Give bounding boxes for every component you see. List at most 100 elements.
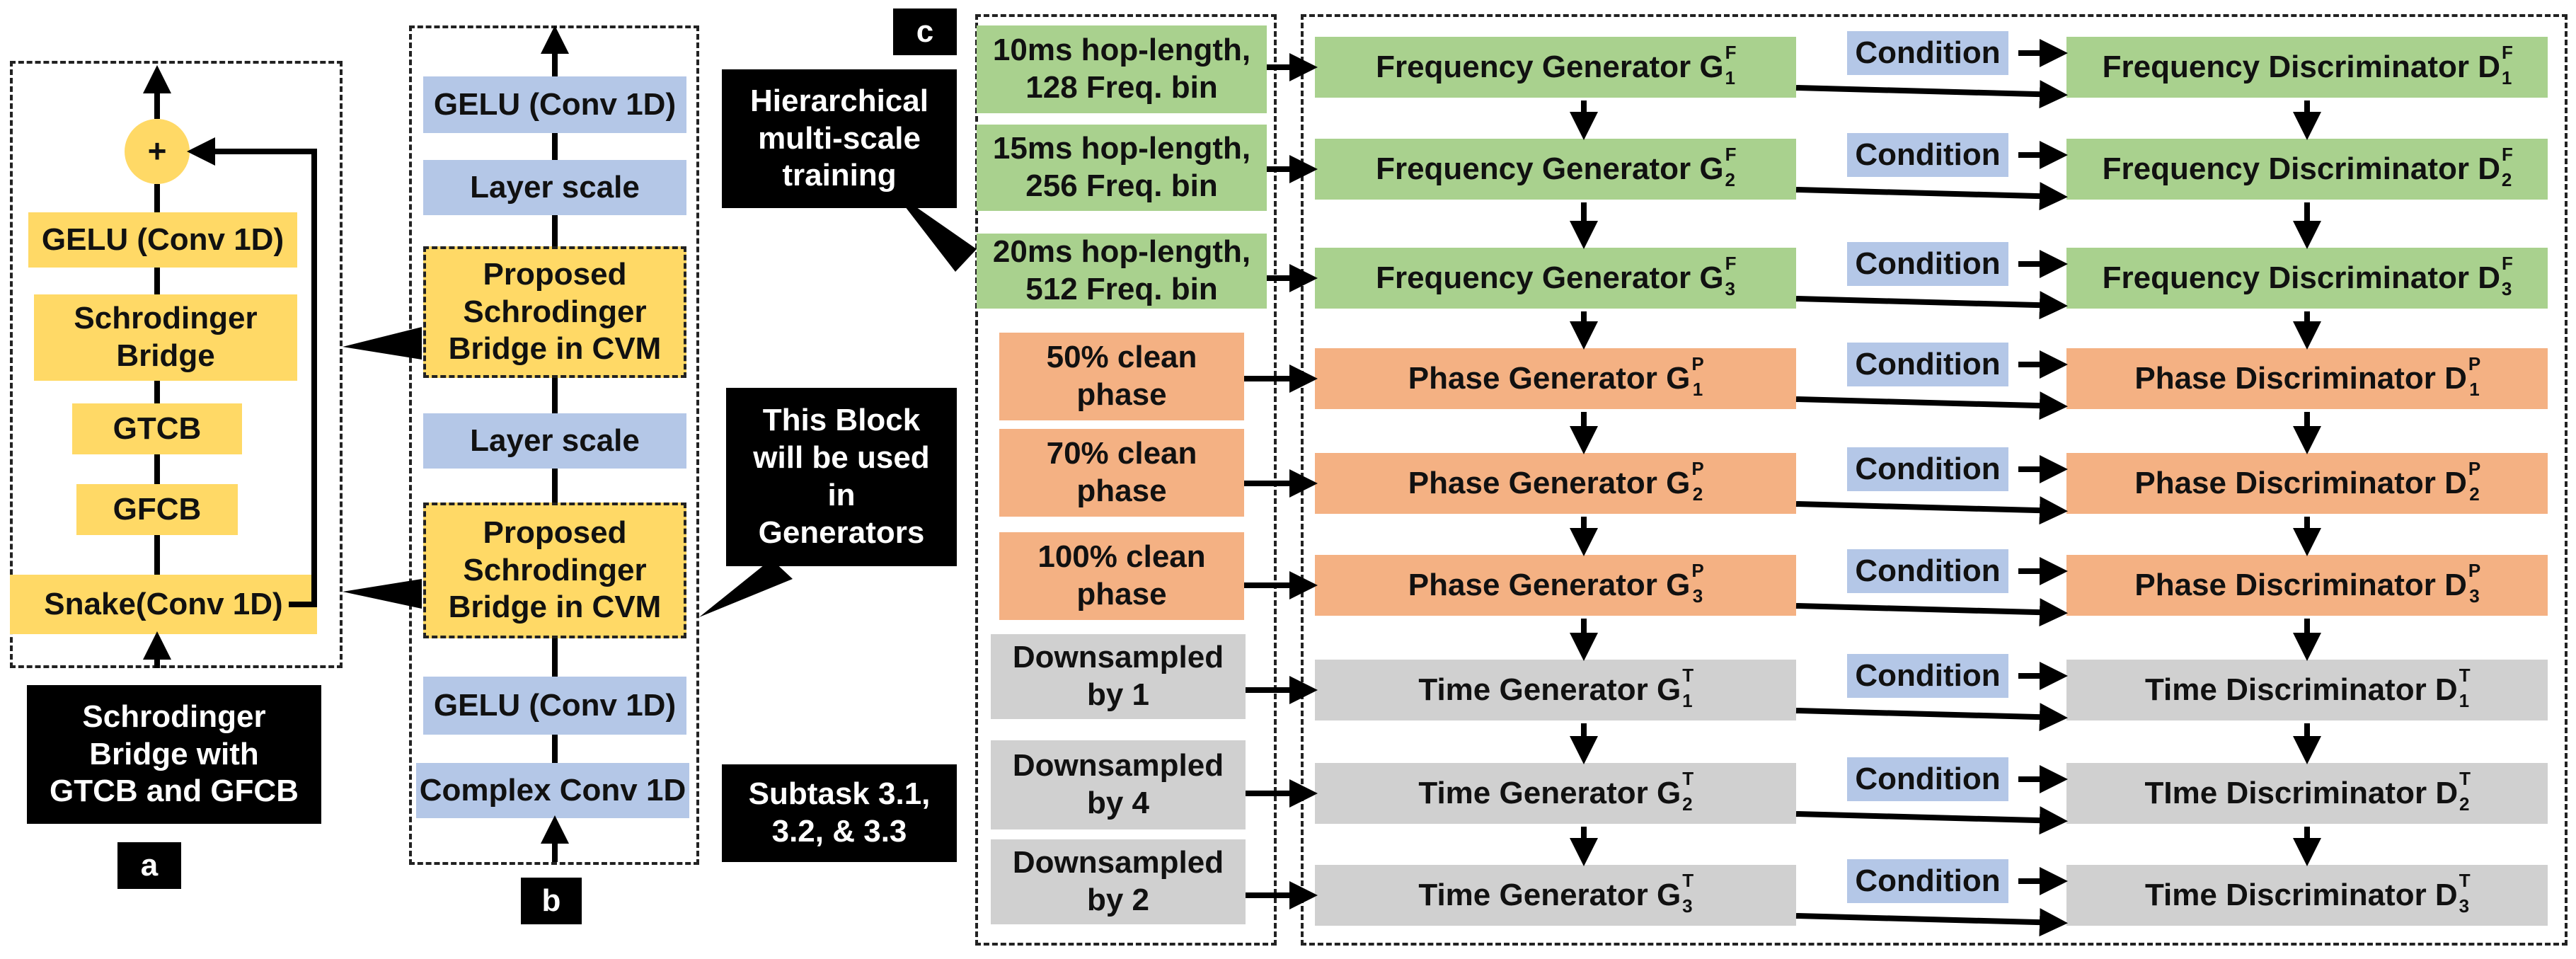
b-layerscale-bottom-block: Layer scale (423, 413, 686, 469)
gen-disc-arrow-7 (1795, 703, 2068, 732)
generator-sup-5: P (1691, 458, 1704, 480)
condition-3: Condition (1847, 242, 2008, 286)
generator-sup-1: F (1725, 42, 1737, 64)
discriminator-label-4: Phase Discriminator D (2134, 360, 2467, 396)
discriminator-sup-4: P (2468, 353, 2481, 375)
gen-disc-arrow-1 (1795, 80, 2068, 109)
input-box-9: Downsampled by 2 (991, 839, 1246, 924)
condition-7: Condition (1847, 654, 2008, 698)
b-layerscale-top-label: Layer scale (470, 169, 640, 205)
generator-label-1: Frequency Generator G (1376, 49, 1724, 84)
wedge-a-top (343, 327, 422, 360)
input-label-8: Downsampled by 4 (1012, 748, 1224, 820)
generator-label-2: Frequency Generator G (1376, 151, 1724, 186)
note-subtask-text: Subtask 3.1, 3.2, & 3.3 (748, 776, 931, 849)
discriminator-sub-1: 1 (2501, 67, 2512, 89)
a-snake-block: Snake(Conv 1D) (10, 575, 317, 634)
panel-c-label: c (893, 8, 957, 55)
plus-label: + (147, 132, 167, 170)
wedge-block (699, 559, 793, 617)
b-schrodinger-top-label: Proposed Schrodinger Bridge in CVM (448, 256, 662, 367)
discriminator-label-1: Frequency Discriminator D (2102, 49, 2500, 84)
gen-disc-arrow-4 (1795, 391, 2068, 420)
condition-4: Condition (1847, 343, 2008, 386)
generator-label-8: Time Generator G (1418, 775, 1681, 810)
input-label-3: 20ms hop-length, 512 Freq. bin (992, 234, 1251, 306)
generator-label-7: Time Generator G (1418, 672, 1681, 707)
discriminator-sup-9: T (2459, 870, 2471, 892)
input-label-9: Downsampled by 2 (1012, 845, 1224, 917)
discriminator-sup-1: F (2502, 42, 2513, 64)
note-hierarchical-text: Hierarchical multi-scale training (750, 83, 928, 193)
a-gtcb-label: GTCB (113, 410, 202, 446)
b-schrodinger-top-outline (423, 246, 686, 378)
generator-sup-7: T (1682, 665, 1694, 687)
generator-sup-2: F (1725, 144, 1737, 166)
discriminator-sup-3: F (2502, 253, 2513, 275)
generator-sup-9: T (1682, 870, 1694, 892)
input-label-4: 50% clean phase (1046, 340, 1197, 412)
condition-label-6: Condition (1855, 553, 2001, 588)
discriminator-sup-6: P (2468, 560, 2481, 582)
discriminator-label-3: Frequency Discriminator D (2102, 260, 2500, 295)
gen-disc-arrow-2 (1795, 182, 2068, 211)
generator-label-3: Frequency Generator G (1376, 260, 1724, 295)
input-box-6: 100% clean phase (999, 532, 1244, 620)
discriminator-label-7: Time Discriminator D (2144, 672, 2458, 707)
input-box-4: 50% clean phase (999, 333, 1244, 420)
generator-sub-1: 1 (1725, 67, 1735, 89)
discriminator-label-5: Phase Discriminator D (2134, 465, 2467, 500)
condition-label-2: Condition (1855, 137, 2001, 172)
a-gtcb-block: GTCB (72, 403, 242, 454)
discriminator-sub-8: 2 (2459, 793, 2470, 815)
b-schrodinger-bottom-block: Proposed Schrodinger Bridge in CVM (423, 503, 686, 638)
panel-a-label: a (117, 842, 181, 889)
generator-label-6: Phase Generator G (1408, 567, 1691, 602)
condition-5: Condition (1847, 447, 2008, 491)
plus-node: + (125, 119, 190, 184)
condition-label-9: Condition (1855, 863, 2001, 898)
condition-9: Condition (1847, 859, 2008, 903)
b-complexconv-label: Complex Conv 1D (419, 772, 686, 808)
gen-disc-arrow-5 (1795, 496, 2068, 525)
discriminator-sup-2: F (2502, 144, 2513, 166)
input-box-1: 10ms hop-length, 128 Freq. bin (977, 25, 1267, 113)
discriminator-label-8: TIme Discriminator D (2144, 775, 2459, 810)
generator-sup-4: P (1691, 353, 1704, 375)
a-caption: Schrodinger Bridge with GTCB and GFCB (27, 685, 321, 824)
wedge-a-bottom (343, 579, 422, 609)
condition-label-1: Condition (1855, 35, 2001, 70)
a-caption-text: Schrodinger Bridge with GTCB and GFCB (50, 699, 299, 809)
generator-sub-7: 1 (1682, 690, 1693, 712)
a-gelu-label: GELU (Conv 1D) (41, 222, 284, 257)
generator-sup-8: T (1682, 768, 1694, 790)
b-gelu-top-block: GELU (Conv 1D) (423, 76, 686, 133)
generator-sub-8: 2 (1682, 793, 1693, 815)
gen-disc-arrow-6 (1795, 598, 2068, 627)
b-layerscale-top-block: Layer scale (423, 160, 686, 215)
input-box-8: Downsampled by 4 (991, 740, 1246, 829)
b-gelu-bottom-label: GELU (Conv 1D) (433, 687, 677, 723)
generator-sub-6: 3 (1692, 585, 1703, 607)
input-box-3: 20ms hop-length, 512 Freq. bin (977, 234, 1267, 309)
note-subtask: Subtask 3.1, 3.2, & 3.3 (722, 764, 957, 862)
discriminator-sub-7: 1 (2459, 690, 2470, 712)
gen-disc-arrow-8 (1795, 806, 2068, 835)
generator-label-5: Phase Generator G (1408, 465, 1691, 500)
input-box-5: 70% clean phase (999, 429, 1244, 517)
note-hierarchical: Hierarchical multi-scale training (722, 69, 957, 208)
a-gelu-block: GELU (Conv 1D) (28, 212, 297, 268)
b-layerscale-bottom-label: Layer scale (470, 423, 640, 458)
b-schrodinger-bottom-outline (423, 503, 686, 638)
input-label-2: 15ms hop-length, 256 Freq. bin (992, 131, 1251, 203)
